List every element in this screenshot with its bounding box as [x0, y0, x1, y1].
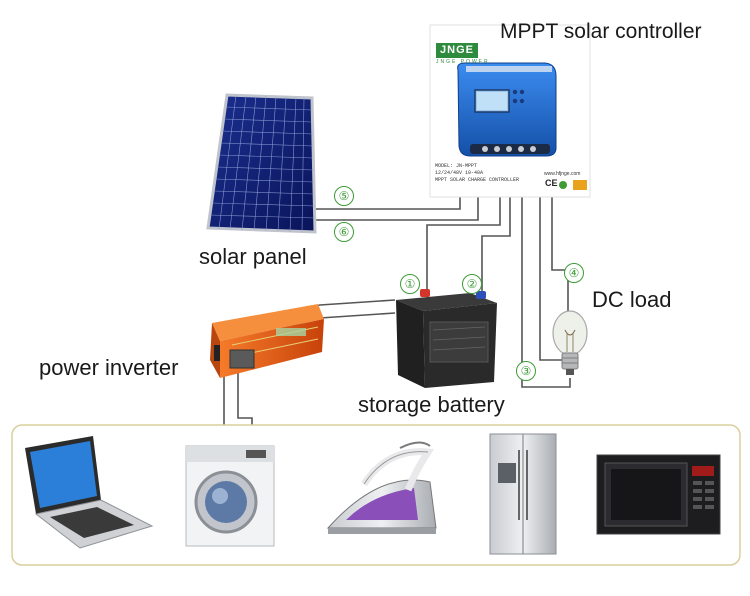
controller-type-line: MPPT SOLAR CHARGE CONTROLLER [435, 177, 520, 183]
washing-machine-icon [185, 445, 275, 547]
solar-panel [206, 93, 317, 234]
marker-5: ⑤ [334, 186, 354, 206]
refrigerator-icon [489, 433, 557, 555]
solar-panel-label: solar panel [199, 244, 307, 269]
controller-brand-sub: JNGE POWER [436, 59, 490, 65]
marker-6: ⑥ [334, 222, 354, 242]
controller-spec-label: MODEL: JN-MPPT 12/24/48V 10-40A MPPT SOL… [435, 163, 519, 184]
storage-battery-label: storage battery [358, 392, 505, 417]
marker-1: ① [400, 274, 420, 294]
iron-icon [326, 441, 437, 534]
marker-4: ④ [564, 263, 584, 283]
marker-2: ② [462, 274, 482, 294]
dc-load-label: DC load [592, 287, 672, 312]
storage-battery [396, 289, 497, 388]
laptop-icon [25, 436, 154, 549]
power-inverter-label: power inverter [39, 355, 179, 380]
ce-mark: CE [545, 178, 558, 188]
controller-title: MPPT solar controller [500, 20, 702, 43]
controller-website: www.hfjnge.com [544, 171, 581, 177]
mppt-controller [429, 24, 591, 198]
power-inverter [210, 304, 324, 378]
microwave-icon [596, 454, 721, 535]
marker-3: ③ [516, 361, 536, 381]
dc-load-bulb [552, 310, 588, 375]
controller-brand-logo: JNGE [436, 43, 478, 58]
controller-voltage-line: 12/24/48V 10-40A [435, 170, 484, 176]
controller-model-line: MODEL: JN-MPPT [435, 163, 478, 169]
